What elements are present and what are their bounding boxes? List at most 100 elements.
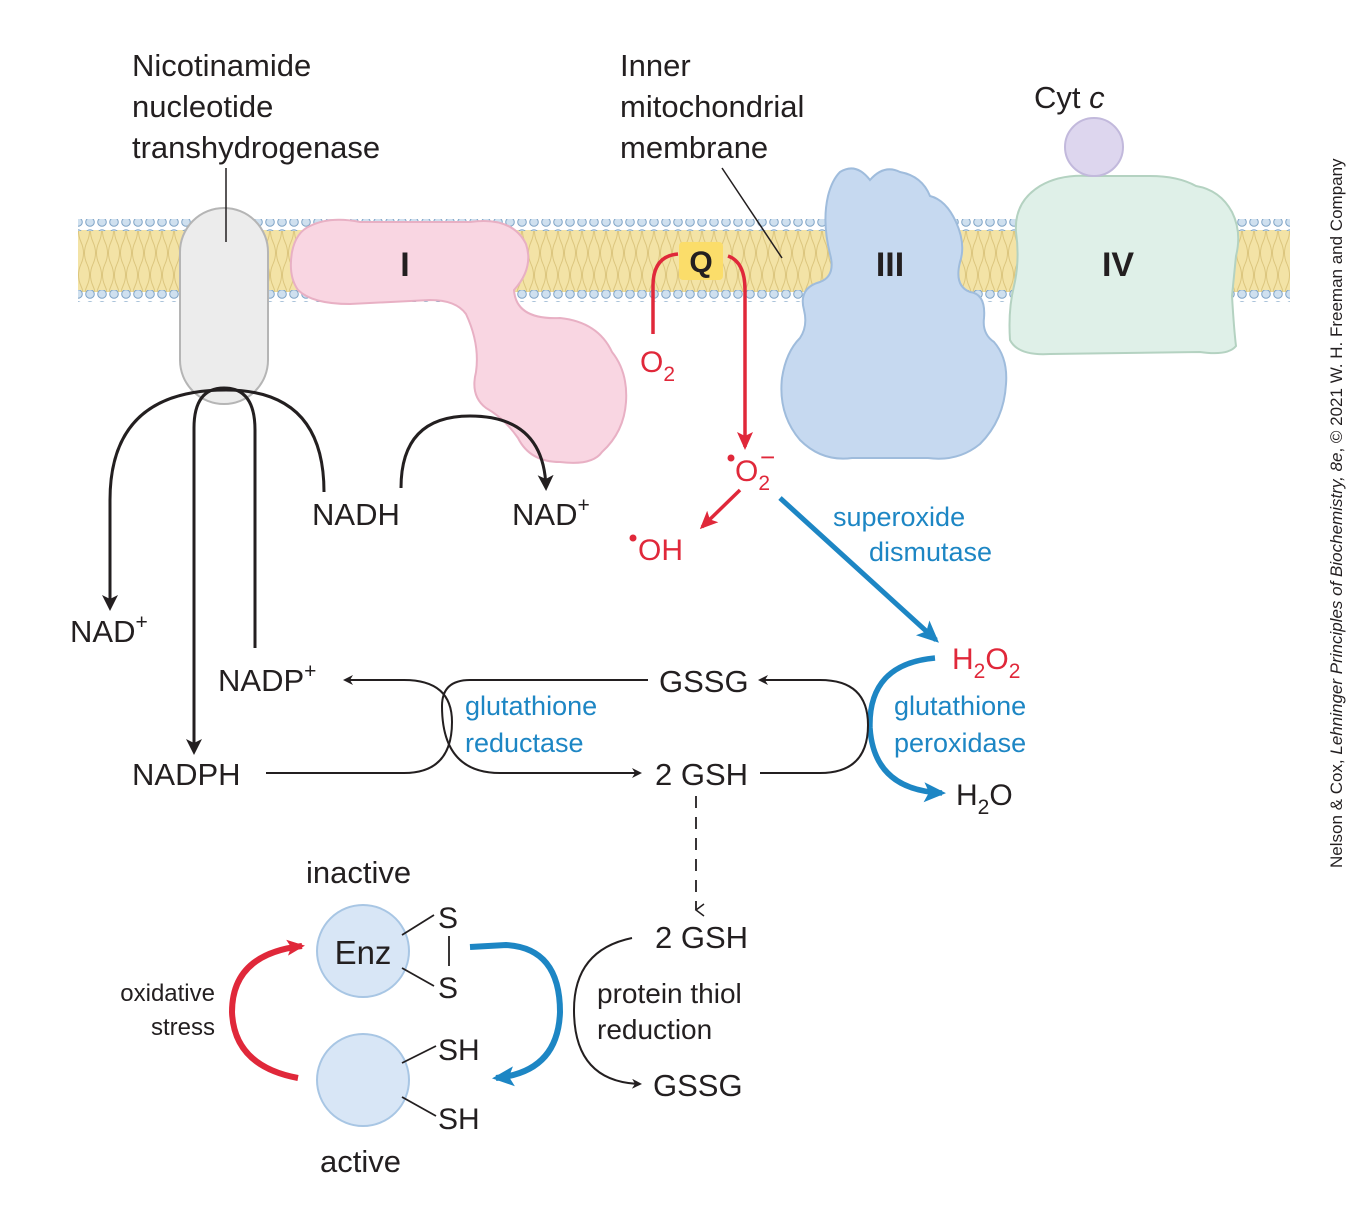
gpx-line-2: peroxidase bbox=[894, 728, 1026, 758]
nadp-base: NADP bbox=[218, 663, 304, 698]
bond-enz-s-top bbox=[401, 914, 435, 936]
membrane-label: Inner mitochondrial membrane bbox=[620, 48, 804, 165]
nadph-label: NADPH bbox=[132, 757, 241, 792]
h2o2-o: O bbox=[985, 643, 1008, 676]
bond-enz-s-bottom bbox=[401, 967, 435, 987]
membrane-line-1: Inner bbox=[620, 48, 691, 83]
gssg-top-label: GSSG bbox=[659, 664, 749, 699]
superoxide-subscript: 2 bbox=[758, 472, 770, 495]
nadp-sup: + bbox=[304, 660, 316, 683]
nadp-plus-label: NADP+ bbox=[218, 660, 316, 698]
superoxide-dismutase-label: superoxide dismutase bbox=[833, 502, 992, 567]
superoxide-base: O bbox=[735, 455, 758, 488]
ubiquinone-box bbox=[679, 242, 723, 280]
bond-sh-top bbox=[401, 1045, 437, 1064]
complex-i-label: I bbox=[400, 246, 409, 284]
complex-iii-label: III bbox=[876, 246, 904, 284]
oxidative-stress-arrow bbox=[228, 939, 305, 1081]
gr-line-1: glutathione bbox=[465, 691, 597, 721]
oxygen-label: O2 bbox=[640, 346, 675, 386]
sod-line-2: dismutase bbox=[869, 537, 992, 567]
hydrogen-peroxide-label: H2O2 bbox=[952, 643, 1020, 683]
membrane-line-2: mitochondrial bbox=[620, 89, 804, 124]
inactive-label: inactive bbox=[306, 855, 411, 890]
nad-plus-left-label: NAD+ bbox=[70, 611, 148, 649]
enzyme-label: Enz bbox=[335, 934, 392, 971]
gssg-to-gsh-arrow bbox=[440, 679, 648, 778]
membrane-leader-line bbox=[721, 167, 783, 259]
cytc-italic: c bbox=[1089, 80, 1105, 115]
oxidative-stress-line-1: oxidative bbox=[120, 980, 215, 1007]
nad-right-sup: + bbox=[577, 494, 589, 517]
cytc-name: Cyt bbox=[1034, 80, 1081, 115]
h2o2-sub2: 2 bbox=[1009, 660, 1021, 683]
gssg-bottom-label: GSSG bbox=[653, 1068, 743, 1103]
cytochrome-c-shape bbox=[1064, 117, 1124, 177]
h2o-sub: 2 bbox=[978, 796, 990, 819]
superoxide-charge: − bbox=[760, 442, 775, 472]
transhydrogenase-label: Nicotinamide nucleotide transhydrogenase bbox=[132, 48, 380, 165]
nad-left-sup: + bbox=[135, 611, 147, 634]
superoxide-label: O2 bbox=[735, 455, 770, 495]
nadh-to-nad-left-arrow bbox=[102, 388, 326, 611]
protein-thiol-reduction-label: protein thiol reduction bbox=[597, 978, 742, 1045]
complex-iii-shape bbox=[780, 167, 1008, 460]
complex-i-shape bbox=[289, 218, 628, 464]
h2o-o: O bbox=[989, 779, 1012, 812]
hydroxyl-radical-dot bbox=[629, 534, 637, 542]
water-label: H2O bbox=[956, 779, 1013, 819]
bond-sh-bottom bbox=[401, 1096, 437, 1117]
h2o2-h: H bbox=[952, 643, 974, 676]
nadph-to-nadp-arrow bbox=[266, 675, 454, 774]
gsh-bottom-label: 2 GSH bbox=[655, 920, 748, 955]
enzyme-reduction-arrow bbox=[469, 941, 564, 1087]
gsh-to-gssg-arrow bbox=[758, 675, 870, 774]
credit-rest: , © 2021 W. H. Freeman and Company bbox=[1327, 158, 1346, 453]
q-to-superoxide-arrow bbox=[727, 254, 753, 450]
glutathione-reductase-label: glutathione reductase bbox=[465, 691, 597, 758]
oxidative-stress-line-2: stress bbox=[151, 1014, 215, 1041]
sod-line-1: superoxide bbox=[833, 502, 965, 532]
transhydrogenase-protein bbox=[179, 207, 269, 405]
credit-title: Lehninger Principles of Biochemistry, 8e bbox=[1327, 453, 1346, 755]
glutathione-peroxidase-arrow bbox=[867, 655, 946, 803]
thiol-bottom-label: SH bbox=[438, 1103, 480, 1136]
protein-thiol-line-2: reduction bbox=[597, 1014, 712, 1045]
complex-iv-label: IV bbox=[1102, 246, 1134, 284]
protein-thiol-reduction-arrow bbox=[572, 937, 642, 1089]
active-enzyme-shape bbox=[316, 1033, 410, 1127]
glutathione-peroxidase-label: glutathione peroxidase bbox=[894, 691, 1026, 758]
superoxide-dismutase-arrow bbox=[778, 496, 939, 643]
membrane-line-3: membrane bbox=[620, 130, 768, 165]
h2o-h: H bbox=[956, 779, 978, 812]
nadp-to-nadph-arrow bbox=[186, 386, 257, 755]
oxygen-to-q-arrow bbox=[651, 252, 679, 334]
complex-iv-shape bbox=[1008, 174, 1240, 356]
h2o2-sub1: 2 bbox=[974, 660, 986, 683]
nad-left-base: NAD bbox=[70, 614, 135, 649]
superoxide-radical-dot bbox=[727, 454, 735, 462]
inactive-enzyme-shape bbox=[316, 904, 410, 998]
oxidative-stress-label: oxidative stress bbox=[120, 980, 215, 1041]
credit-authors: Nelson & Cox, bbox=[1327, 755, 1346, 868]
transhydrogenase-line-3: transhydrogenase bbox=[132, 130, 380, 165]
complex-i-nadh-to-nad-arrow bbox=[399, 414, 554, 491]
gr-line-2: reductase bbox=[465, 728, 584, 758]
active-label: active bbox=[320, 1144, 401, 1179]
nad-plus-right-label: NAD+ bbox=[512, 494, 590, 532]
oxygen-base: O bbox=[640, 346, 663, 379]
gsh-top-label: 2 GSH bbox=[655, 757, 748, 792]
transhydrogenase-line-2: nucleotide bbox=[132, 89, 273, 124]
oxygen-subscript: 2 bbox=[663, 363, 675, 386]
cytochrome-c-label: Cyt c bbox=[1034, 80, 1105, 115]
thiol-top-label: SH bbox=[438, 1034, 480, 1067]
nadh-label: NADH bbox=[312, 497, 400, 532]
copyright-credit: Nelson & Cox, Lehninger Principles of Bi… bbox=[1327, 158, 1346, 868]
sulfur-bottom-label: S bbox=[438, 972, 458, 1005]
nad-right-base: NAD bbox=[512, 497, 577, 532]
protein-thiol-line-1: protein thiol bbox=[597, 978, 742, 1009]
superoxide-to-hydroxyl-arrow bbox=[699, 488, 742, 530]
hydroxyl-label: OH bbox=[638, 534, 683, 567]
